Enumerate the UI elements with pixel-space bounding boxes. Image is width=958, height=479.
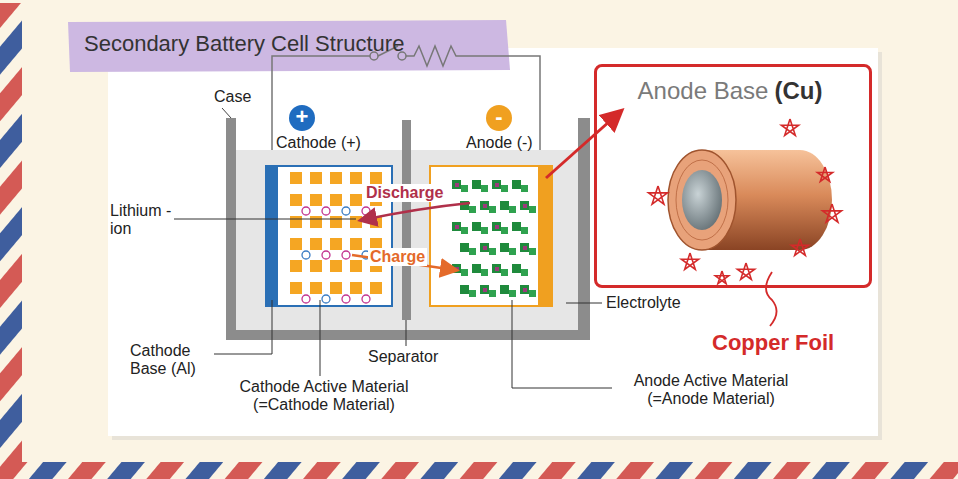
lithium-label: Lithium -ion [110,202,172,239]
discharge-label: Discharge [364,184,445,202]
minus-sign: - [495,104,502,129]
electrolyte-label: Electrolyte [606,294,681,312]
copper-foil-label: Copper Foil [712,330,834,355]
anode-material-pattern [452,180,536,297]
spark-marks [649,119,842,284]
callout-heading: Anode Base [638,77,769,105]
charge-label: Charge [368,248,427,266]
cathode-base-label: Cathode Base (Al) [130,342,214,379]
anode-material-label: Anode Active Material (=Anode Material) [616,372,806,409]
anode-label: Anode (-) [466,134,533,152]
separator-label: Separator [368,348,438,366]
callout-box: Anode Base(Cu) [594,64,872,288]
plus-sign: + [296,104,309,129]
title: Secondary Battery Cell Structure [84,31,404,57]
case-label: Case [214,88,251,106]
callout-subheading: (Cu) [774,77,822,105]
cathode-material-label: Cathode Active Material (=Cathode Materi… [224,378,424,415]
cathode-label: Cathode (+) [276,134,361,152]
